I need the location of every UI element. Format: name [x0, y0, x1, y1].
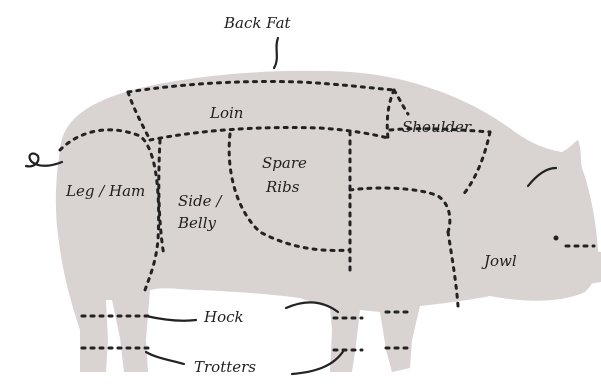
hock-pointer-left	[146, 316, 196, 321]
tail	[26, 154, 62, 167]
label-trotters: Trotters	[194, 358, 256, 376]
label-spare-ribs-2: Ribs	[265, 178, 300, 196]
label-back-fat: Back Fat	[223, 14, 292, 32]
label-side-belly-1: Side /	[178, 192, 223, 210]
eye	[554, 236, 559, 241]
back-fat-pointer	[274, 38, 278, 68]
label-loin: Loin	[209, 104, 243, 122]
label-leg-ham: Leg / Ham	[65, 182, 145, 200]
trotters-pointer-left	[146, 352, 184, 364]
label-side-belly-2: Belly	[177, 214, 216, 232]
label-shoulder: Shoulder	[402, 118, 472, 136]
label-hock: Hock	[203, 308, 244, 326]
label-jowl: Jowl	[481, 252, 517, 270]
label-spare-ribs-1: Spare	[262, 154, 307, 172]
